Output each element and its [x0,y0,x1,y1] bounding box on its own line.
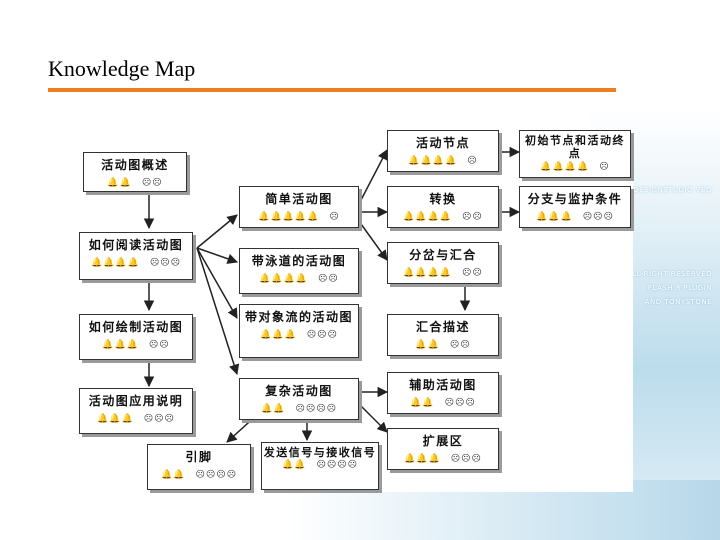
connector-read-complex [196,247,240,376]
node-branch[interactable]: 分支与监护条件 🔔🔔🔔 ☹☹☹ [519,186,631,228]
face-icon: ☹☹☹ [444,398,476,408]
connector-simple-forkjoin [360,223,388,261]
bell-icon: 🔔🔔🔔🔔 [91,258,140,268]
node-label: 扩展区 [422,434,464,448]
face-icon: ☹☹ [462,212,483,222]
node-swimlane[interactable]: 带泳道的活动图 🔔🔔🔔🔔 ☹☹ [239,248,359,294]
connector-layer [143,146,521,443]
node-label: 复杂活动图 [265,384,333,398]
bell-icon: 🔔🔔🔔 [102,340,139,350]
bell-icon: 🔔🔔 [107,178,132,188]
background-text: AND TONYSTONE [644,298,712,306]
face-icon: ☹☹ [141,178,163,188]
bell-icon: 🔔🔔🔔 [97,414,134,424]
connector-simple-activitynode [360,149,388,201]
connector-read-swimlane [196,247,238,264]
bell-icon: 🔔🔔🔔🔔 [408,156,458,166]
node-label: 分岔与汇合 [409,248,477,262]
face-icon: ☹☹☹ [149,258,181,268]
node-objectflow[interactable]: 带对象流的活动图 🔔🔔🔔 ☹☹☹ [239,304,359,358]
node-label: 发送信号与接收信号 [263,446,377,459]
node-complex[interactable]: 复杂活动图 🔔🔔 ☹☹☹☹ [239,378,359,420]
bell-icon: 🔔🔔 [261,404,286,414]
node-pin[interactable]: 引脚 🔔🔔 ☹☹☹☹ [147,444,251,490]
node-overview[interactable]: 活动图概述 🔔🔔 ☹☹ [83,152,187,192]
node-label: 分支与监护条件 [527,192,623,206]
face-icon: ☹☹☹☹ [316,460,358,470]
node-label: 初始节点和活动终点 [525,134,625,160]
bell-icon: 🔔🔔 [161,470,186,480]
background-text: ALL RIGHT RESERVED [626,270,712,278]
bell-icon: 🔔🔔 [410,398,435,408]
slide-title: Knowledge Map [48,56,196,81]
bell-icon: 🔔🔔🔔🔔 [540,162,590,172]
node-label: 活动图应用说明 [88,394,184,408]
face-icon: ☹☹☹ [306,330,338,340]
bell-icon: 🔔🔔🔔 [536,212,573,222]
node-draw[interactable]: 如何绘制活动图 🔔🔔🔔 ☹☹ [79,314,193,360]
node-simple[interactable]: 简单活动图 🔔🔔🔔🔔🔔 ☹ [239,186,359,228]
node-label: 引脚 [185,450,213,464]
node-transition[interactable]: 转换 🔔🔔🔔🔔 ☹☹ [387,186,499,228]
bell-icon: 🔔🔔🔔 [260,330,297,340]
node-joindesc[interactable]: 汇合描述 🔔🔔 ☹☹ [387,314,499,356]
node-label: 如何绘制活动图 [88,320,184,334]
node-read[interactable]: 如何阅读活动图 🔔🔔🔔🔔 ☹☹☹ [79,232,193,280]
face-icon: ☹ [329,212,340,222]
node-label: 活动节点 [415,136,470,150]
background-text: DESIGNSTUDIO VEO [633,186,712,194]
node-label: 转换 [429,192,457,206]
bell-icon: 🔔🔔🔔🔔 [403,268,453,278]
face-icon: ☹ [599,162,610,172]
node-forkjoin[interactable]: 分岔与汇合 🔔🔔🔔🔔 ☹☹ [387,242,499,284]
node-auxiliary[interactable]: 辅助活动图 🔔🔔 ☹☹☹ [387,372,499,414]
face-icon: ☹☹ [318,274,339,284]
face-icon: ☹☹ [449,340,471,350]
node-label: 辅助活动图 [409,378,477,392]
node-label: 活动图概述 [101,158,169,172]
node-label: 如何阅读活动图 [88,238,184,252]
bell-icon: 🔔🔔🔔🔔 [259,274,309,284]
node-label: 简单活动图 [265,192,333,206]
face-icon: ☹☹☹☹ [195,470,237,480]
node-signal[interactable]: 发送信号与接收信号 🔔🔔 ☹☹☹☹ [261,442,379,490]
connector-read-objectflow [196,247,238,319]
node-extension[interactable]: 扩展区 🔔🔔🔔 ☹☹☹ [387,428,499,470]
background-text: FLASH 8 PLUGIN [647,284,712,292]
node-label: 带对象流的活动图 [244,310,353,324]
bell-icon: 🔔🔔🔔 [404,454,441,464]
face-icon: ☹☹☹ [582,212,614,222]
bell-icon: 🔔🔔 [282,460,307,470]
connector-complex-extension [360,405,388,433]
face-icon: ☹☹ [462,268,483,278]
face-icon: ☹☹ [148,340,170,350]
face-icon: ☹☹☹☹ [295,404,337,414]
bell-icon: 🔔🔔🔔🔔🔔 [258,212,320,222]
face-icon: ☹☹☹ [143,414,175,424]
node-label: 带泳道的活动图 [251,254,347,268]
bell-icon: 🔔🔔 [415,340,440,350]
node-label: 汇合描述 [415,320,470,334]
face-icon: ☹ [467,156,478,166]
face-icon: ☹☹☹ [450,454,482,464]
title-underline [48,88,616,92]
bell-icon: 🔔🔔🔔🔔 [403,212,453,222]
knowledge-map-diagram: 活动图概述 🔔🔔☹☹ 如何阅读活动图 🔔🔔🔔🔔☹☹☹ 如何绘制活动图 🔔🔔🔔☹☹… [77,130,633,492]
node-apply[interactable]: 活动图应用说明 🔔🔔🔔 ☹☹☹ [79,388,193,434]
node-initfinal[interactable]: 初始节点和活动终点 🔔🔔🔔🔔 ☹ [519,130,631,178]
node-activitynode[interactable]: 活动节点 🔔🔔🔔🔔 ☹ [387,130,499,172]
connector-read-simple [196,214,238,249]
